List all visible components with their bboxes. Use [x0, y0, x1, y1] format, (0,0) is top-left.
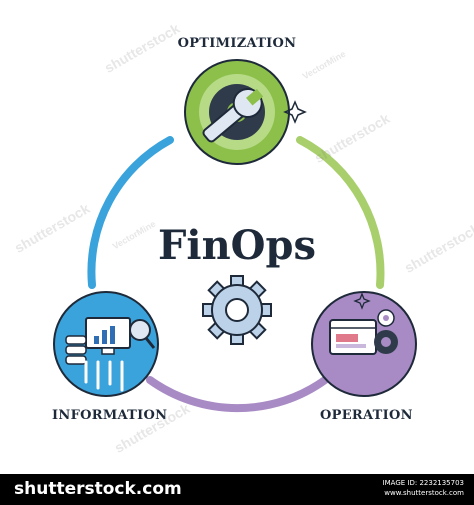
- footer-image-id: IMAGE ID: 2232135703 www.shutterstock.co…: [383, 478, 464, 498]
- diagram-title: FinOps: [157, 222, 316, 269]
- diagram-canvas: [53, 59, 417, 413]
- wrench-icon: [202, 88, 264, 143]
- finops-diagram: OPTIMIZATION FinOps INFORMATION OPERATIO…: [12, 20, 474, 456]
- operation-label: OPERATION: [320, 408, 413, 423]
- ring-arc-blue: [87, 136, 174, 289]
- footer-image-id-line: IMAGE ID: 2232135703: [382, 479, 464, 487]
- operation-node: [311, 291, 417, 397]
- sparkle-icon: [353, 292, 371, 310]
- optimization-label: OPTIMIZATION: [177, 36, 297, 51]
- monitor-chart-icon: [85, 317, 131, 355]
- footer-brand: shutterstock.com: [14, 479, 182, 499]
- magnifier-icon: [129, 319, 156, 349]
- sparkle-icon: [283, 100, 307, 124]
- optimization-node: [184, 59, 307, 165]
- data-stream-lines: [84, 360, 124, 392]
- footer-bar: shutterstock.com IMAGE ID: 2232135703 ww…: [0, 474, 474, 505]
- ring-arc-purple: [146, 376, 329, 413]
- information-label: INFORMATION: [52, 408, 168, 423]
- operation-small-gear-icon: [377, 309, 395, 327]
- browser-window-icon: [329, 319, 377, 355]
- center-gear-icon: [202, 275, 272, 345]
- ring-arc-green: [296, 136, 385, 289]
- database-icon: [65, 335, 87, 365]
- footer-image-url-line: www.shutterstock.com: [384, 489, 464, 497]
- information-node: [53, 291, 159, 397]
- operation-gear-icon: [374, 330, 398, 354]
